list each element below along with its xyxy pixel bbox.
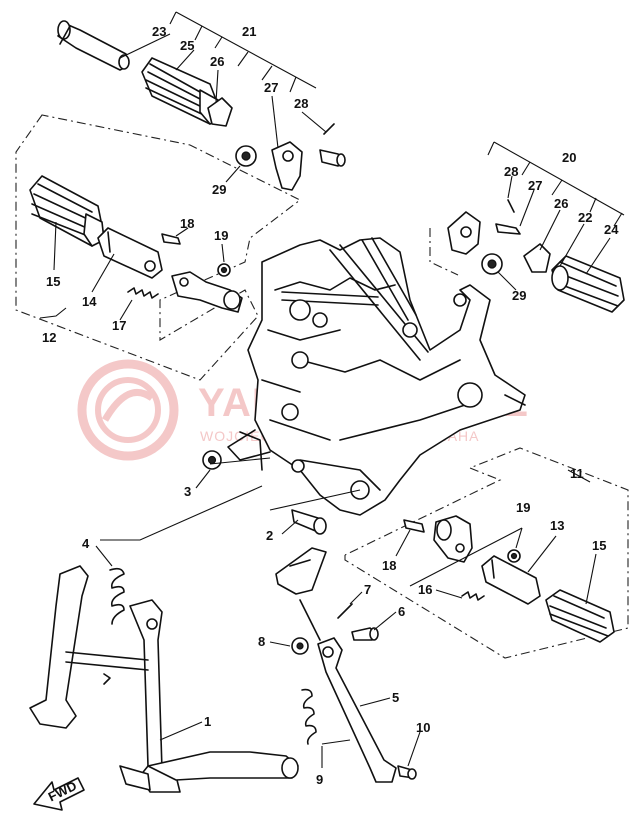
callout-26-top: 26 [210, 54, 224, 69]
part-16-spring [461, 591, 485, 601]
callout-16: 16 [418, 582, 432, 597]
bracket-20 [487, 141, 625, 227]
callout-15-right: 15 [592, 538, 606, 553]
part-29-nut-right [481, 253, 503, 275]
callout-13: 13 [550, 518, 564, 533]
bracket-21 [169, 11, 317, 93]
callout-22: 22 [578, 210, 592, 225]
part-23-shaft [57, 20, 130, 71]
boundary-right-upper [429, 228, 459, 276]
callout-7: 7 [364, 582, 371, 597]
callout-1: 1 [204, 714, 211, 729]
part-bracket-right-upper [447, 211, 481, 255]
leader-lines [53, 33, 611, 768]
part-8-nut [291, 637, 309, 655]
callout-29-top: 29 [212, 182, 226, 197]
part-2-bolt [291, 509, 327, 535]
callout-18-right: 18 [382, 558, 396, 573]
callout-23: 23 [152, 24, 166, 39]
part-bracket-left [171, 271, 243, 313]
callout-6: 6 [398, 604, 405, 619]
callout-27-top: 27 [264, 80, 278, 95]
callout-11: 11 [570, 466, 584, 481]
boundary-left-footrest [15, 114, 302, 381]
part-17-spring-left [127, 287, 159, 299]
sidestand-bracket [275, 547, 327, 595]
part-26-washer [207, 97, 233, 127]
part-15-rubber-left [29, 175, 105, 247]
callout-2: 2 [266, 528, 273, 543]
part-18-pin-right [403, 519, 425, 533]
callout-20: 20 [562, 150, 576, 165]
callout-labels: 23 21 25 26 27 28 29 18 19 15 14 17 12 2… [42, 24, 619, 787]
part-27-bolt-right [495, 223, 521, 235]
part-27-bracket [271, 141, 303, 191]
callout-24: 24 [604, 222, 619, 237]
part-10-bolt [397, 765, 417, 780]
callout-18-left: 18 [180, 216, 194, 231]
callout-4: 4 [82, 536, 90, 551]
part-26-washer-right [523, 243, 551, 273]
part-19-nut-right [507, 549, 521, 563]
callout-10: 10 [416, 720, 430, 735]
callout-5: 5 [392, 690, 399, 705]
part-24-rubber-right [551, 255, 625, 313]
callout-15-left: 15 [46, 274, 60, 289]
callout-27-right: 27 [528, 178, 542, 193]
part-1-centerstand [29, 565, 299, 793]
callout-14: 14 [82, 294, 97, 309]
part-29-nut-left [235, 145, 257, 167]
callout-12: 12 [42, 330, 56, 345]
callout-26-right: 26 [554, 196, 568, 211]
fwd-arrow: FWD [33, 777, 85, 811]
frame [227, 237, 526, 516]
part-7-pin [337, 603, 353, 619]
bracket-12 [39, 307, 67, 319]
callout-9: 9 [316, 772, 323, 787]
callout-17: 17 [112, 318, 126, 333]
part-28-pin-right [507, 199, 515, 213]
callout-3: 3 [184, 484, 191, 499]
part-13-footpeg-right [481, 555, 541, 605]
part-19-nut-left [217, 263, 231, 277]
callout-21: 21 [242, 24, 256, 39]
callout-8: 8 [258, 634, 265, 649]
part-9-spring [301, 688, 317, 745]
callout-28-right: 28 [504, 164, 518, 179]
callout-19-right: 19 [516, 500, 530, 515]
part-5-sidestand [299, 599, 397, 783]
part-6-bolt [351, 627, 379, 641]
callout-25: 25 [180, 38, 194, 53]
part-14-footpeg-left [97, 227, 163, 279]
callout-28-top: 28 [294, 96, 308, 111]
part-25-rubber [141, 57, 221, 125]
bracket-11 [567, 469, 591, 483]
boundary-right-footrest [344, 447, 629, 659]
part-18-pin-left [161, 233, 181, 245]
callout-19-left: 19 [214, 228, 228, 243]
part-4-spring [109, 567, 125, 625]
part-15-rubber-right [545, 589, 615, 643]
part-bracket-right-lower [433, 515, 473, 563]
callout-29-right: 29 [512, 288, 526, 303]
part-3-nut [202, 450, 222, 470]
